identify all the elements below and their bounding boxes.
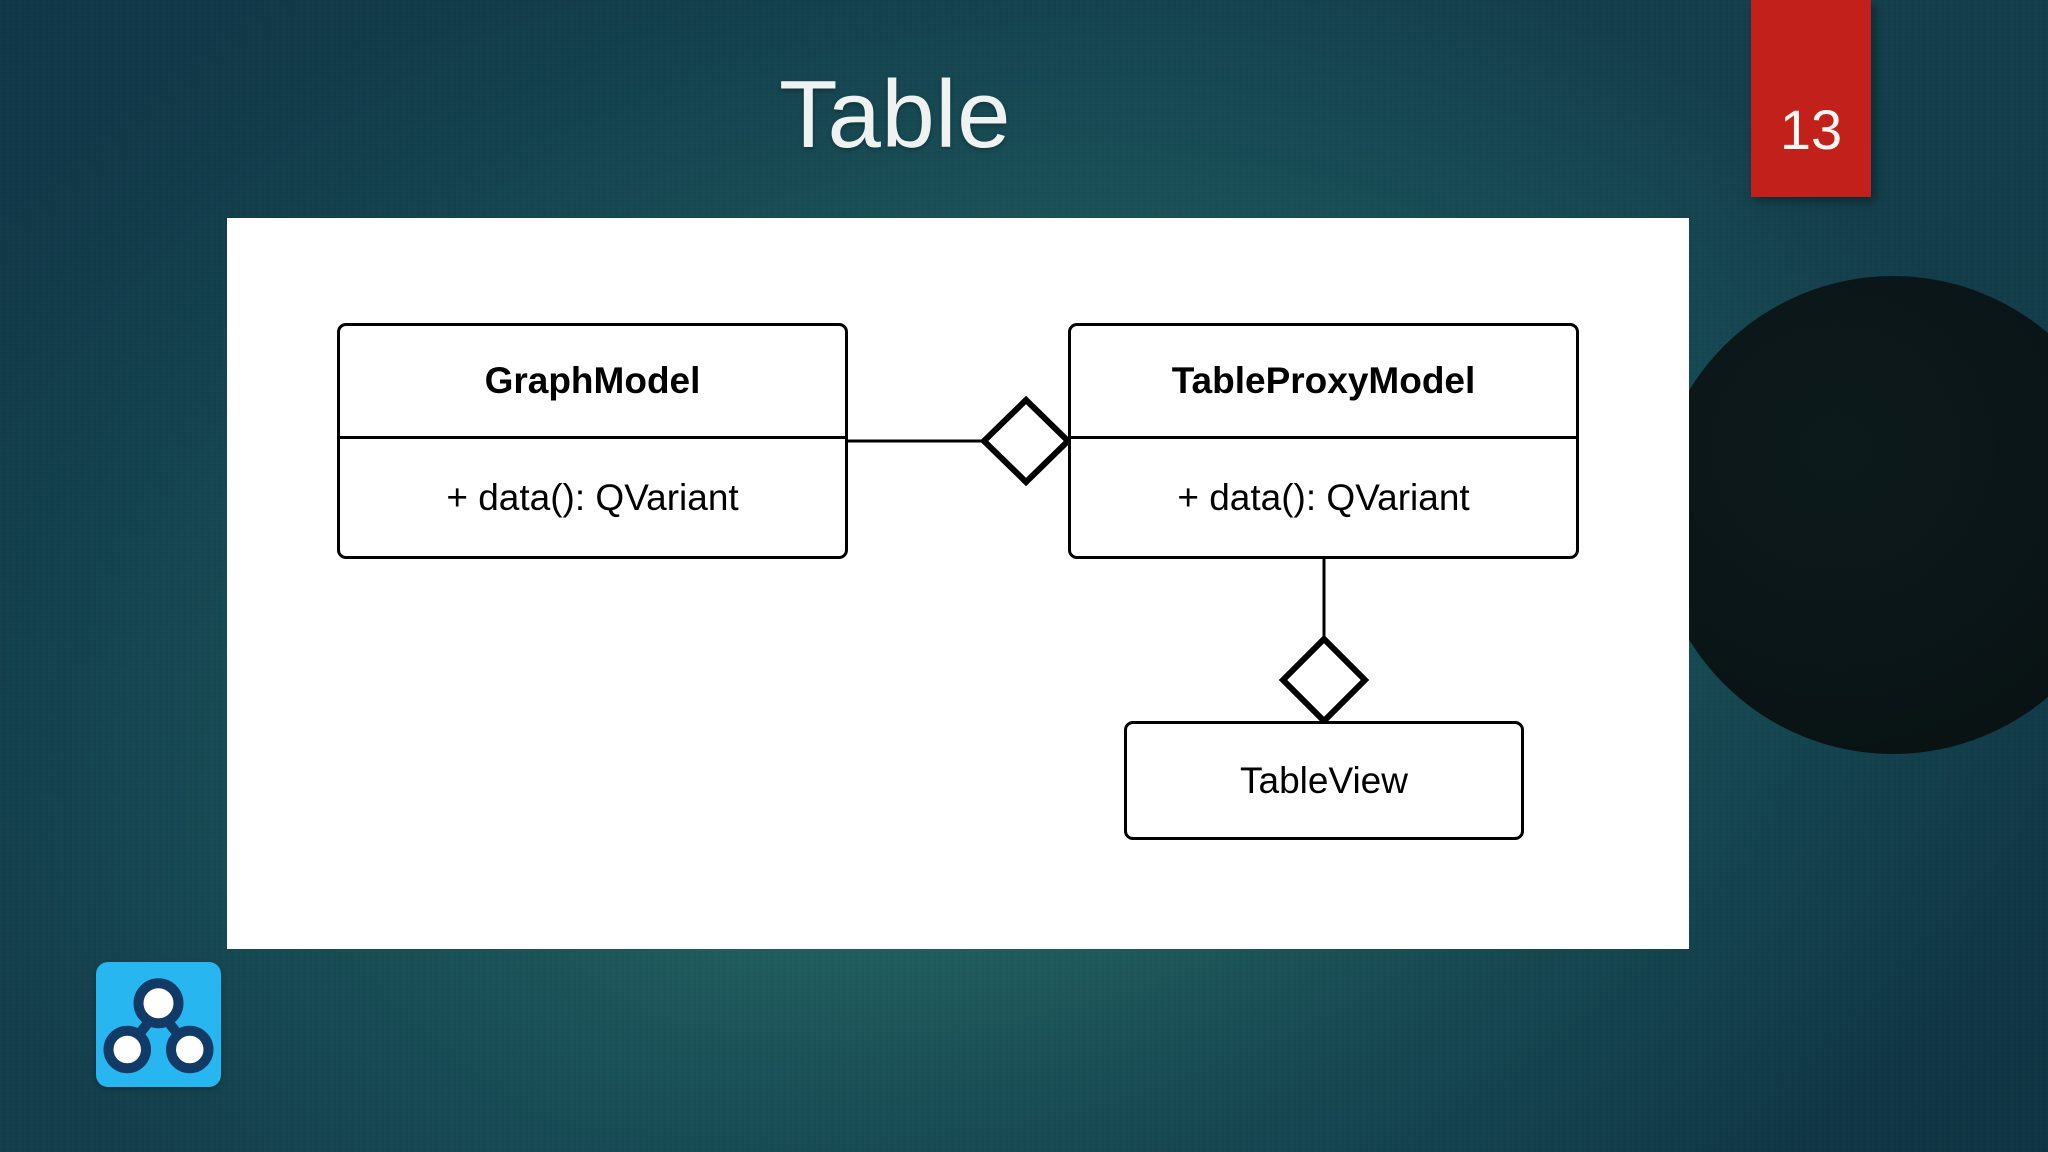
aggregation-diamond-tableview [1278,634,1370,726]
uml-member-tableproxymodel-0: + data(): QVariant [1177,476,1470,518]
uml-class-name-tableproxymodel: TableProxyModel [1171,360,1476,401]
aggregation-diamond-tableproxymodel [979,395,1073,487]
uml-class-name-graphmodel: GraphModel [484,360,701,401]
uml-class-tableview[interactable]: TableView [1124,721,1524,840]
page-number-text: 13 [1779,98,1843,161]
uml-compartment-divider [340,436,845,439]
page-title: Table [779,61,1011,168]
page-number-badge: 13 [1751,0,1871,197]
uml-class-graphmodel[interactable]: GraphModel + data(): QVariant [337,323,848,559]
uml-compartment-divider [1071,436,1576,439]
uml-class-tableproxymodel[interactable]: TableProxyModel + data(): QVariant [1068,323,1579,559]
uml-class-name-tableview: TableView [1240,759,1408,801]
uml-member-graphmodel-0: + data(): QVariant [446,476,739,518]
graph-nodes-icon [103,978,214,1074]
graph-nodes-logo-icon[interactable] [96,962,221,1087]
decorative-dark-circle [1654,276,2048,754]
